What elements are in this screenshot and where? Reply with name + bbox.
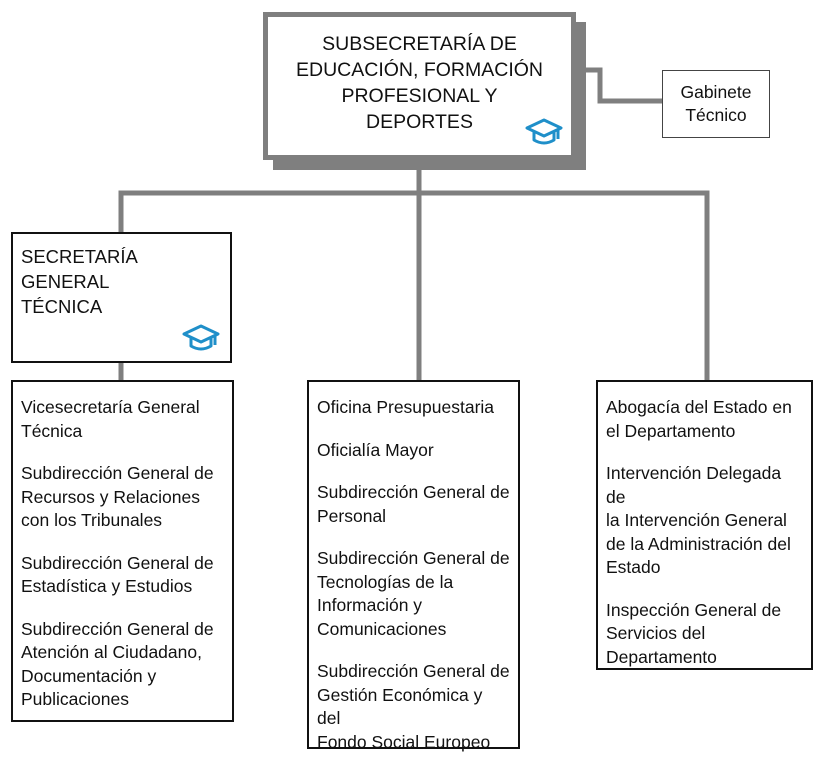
list-item: Intervención Delegada de la Intervención…	[606, 463, 791, 577]
subsecretaria-box: SUBSECRETARÍA DE EDUCACIÓN, FORMACIÓN PR…	[263, 12, 576, 160]
list-item: Oficina Presupuestaria	[317, 397, 495, 417]
graduation-cap-icon	[525, 118, 563, 145]
list-item: Oficialía Mayor	[317, 439, 434, 460]
list-item: Vicesecretaría General Técnica	[21, 397, 200, 441]
middle-column-box: Oficina Presupuestaria Oficialía Mayor S…	[307, 380, 520, 752]
connector-main-gabinete	[573, 67, 665, 104]
gabinete-tecnico-box: Gabinete Técnico	[662, 70, 770, 138]
graduation-cap-icon	[182, 324, 220, 351]
right-column-box: Abogacía del Estado en el Departamento I…	[596, 380, 813, 670]
list-item: Subdirección General de Recursos y Relac…	[21, 463, 214, 530]
list-item: Subdirección General de Personal	[317, 482, 510, 526]
list-item: Subdirección General de Tecnologías de l…	[317, 548, 510, 639]
secretaria-general-title: SECRETARÍA GENERAL TÉCNICA	[21, 246, 137, 317]
list-item: Inspección General de Servicios del Depa…	[606, 599, 782, 667]
list-item: Subdirección General de Atención al Ciud…	[21, 618, 214, 710]
gabinete-tecnico-title: Gabinete Técnico	[680, 82, 752, 125]
left-column-box: Vicesecretaría General Técnica Subdirecc…	[11, 380, 234, 722]
secretaria-general-box: SECRETARÍA GENERAL TÉCNICA	[11, 232, 232, 363]
list-item: Abogacía del Estado en el Departamento	[606, 397, 792, 441]
list-item: Subdirección General de Estadística y Es…	[21, 552, 214, 597]
list-item: Subdirección General de Gestión Económic…	[317, 661, 510, 752]
subsecretaria-title: SUBSECRETARÍA DE EDUCACIÓN, FORMACIÓN PR…	[295, 33, 543, 133]
